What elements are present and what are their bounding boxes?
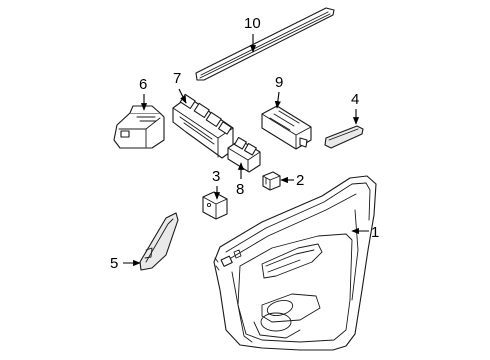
part-7-master-switch bbox=[172, 93, 234, 159]
part-10-belt-moulding bbox=[195, 7, 335, 81]
callout-3: 3 bbox=[212, 168, 220, 185]
callout-2: 2 bbox=[296, 172, 304, 189]
callout-5: 5 bbox=[110, 255, 118, 272]
callout-6: 6 bbox=[139, 76, 147, 93]
part-2-clip bbox=[262, 171, 281, 191]
callout-4: 4 bbox=[351, 91, 359, 108]
callout-7: 7 bbox=[173, 70, 181, 87]
part-6-switch bbox=[113, 105, 165, 149]
part-8-switch bbox=[227, 136, 261, 173]
leaders bbox=[123, 34, 369, 267]
callout-1: 1 bbox=[371, 224, 379, 241]
callout-9: 9 bbox=[275, 74, 283, 91]
leader-7 bbox=[178, 88, 187, 104]
part-3-bracket bbox=[202, 191, 228, 220]
callout-10: 10 bbox=[244, 15, 261, 32]
callout-labels: 10 6 7 9 4 8 2 3 1 5 bbox=[110, 15, 379, 272]
part-4-cover bbox=[324, 125, 364, 149]
leader-9 bbox=[274, 91, 281, 109]
part-5-trim bbox=[139, 212, 179, 271]
callout-8: 8 bbox=[236, 181, 244, 198]
part-1-door-panel bbox=[213, 175, 377, 351]
part-9-module bbox=[261, 105, 312, 150]
